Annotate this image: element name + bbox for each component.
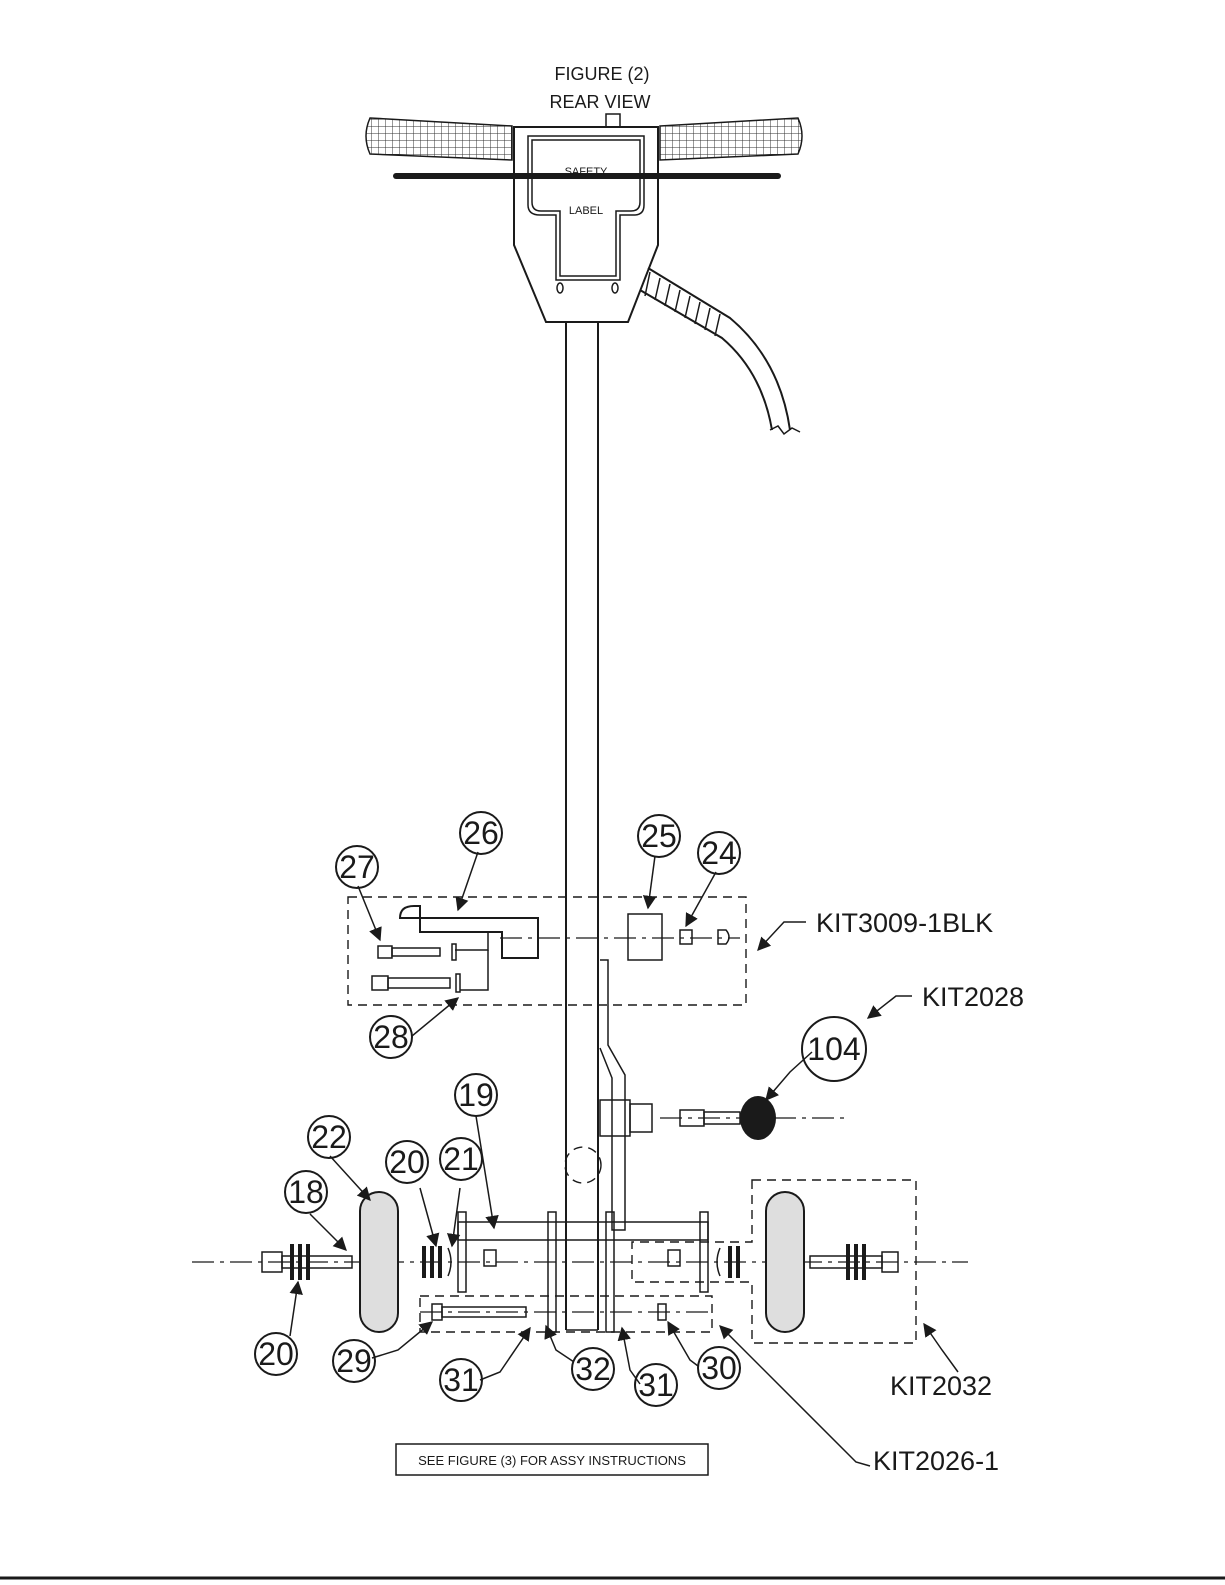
assembly-note: SEE FIGURE (3) FOR ASSY INSTRUCTIONS [418, 1453, 686, 1468]
callout-20-top-label: 20 [389, 1144, 425, 1180]
callout-20-top: 20 [386, 1141, 428, 1183]
callout-30-label: 30 [701, 1350, 737, 1386]
callout-24: 24 [698, 832, 740, 874]
callout-29-label: 29 [336, 1343, 372, 1379]
callout-30: 30 [698, 1347, 740, 1389]
callout-25: 25 [638, 815, 680, 857]
callout-27-label: 27 [339, 849, 375, 885]
callout-20-bottom: 20 [255, 1333, 297, 1375]
figure-title: FIGURE (2) [554, 64, 649, 84]
right-wheel [766, 1192, 804, 1332]
kit2028-label: KIT2028 [922, 982, 1024, 1012]
callout-31-left: 31 [440, 1359, 482, 1401]
callout-31-left-label: 31 [443, 1362, 479, 1398]
callout-21-label: 21 [443, 1141, 479, 1177]
callout-18: 18 [285, 1171, 327, 1213]
callout-18-label: 18 [288, 1174, 324, 1210]
safety-label-line1: SAFETY [565, 166, 608, 178]
callout-20-bottom-label: 20 [258, 1336, 294, 1372]
callout-28: 28 [370, 1016, 412, 1058]
callout-22-label: 22 [311, 1119, 347, 1155]
power-cable [640, 268, 800, 434]
callout-31-right: 31 [635, 1364, 677, 1406]
kit2026-label: KIT2026-1 [873, 1446, 999, 1476]
callout-31-right-label: 31 [638, 1367, 674, 1403]
callout-22: 22 [308, 1116, 350, 1158]
control-housing: SAFETY LABEL [514, 114, 658, 322]
callout-26-label: 26 [463, 815, 499, 851]
callout-27: 27 [336, 846, 378, 888]
callout-104: 104 [802, 1017, 866, 1081]
kit3009-parts [372, 906, 740, 992]
right-handle-grip [660, 118, 802, 160]
callout-26: 26 [460, 812, 502, 854]
callout-32-label: 32 [575, 1351, 611, 1387]
kit2032-label: KIT2032 [890, 1371, 992, 1401]
callout-24-label: 24 [701, 835, 737, 871]
callout-19: 19 [455, 1074, 497, 1116]
callout-19-label: 19 [458, 1077, 494, 1113]
handle-tube [566, 322, 598, 1330]
kit2028-knob [660, 1096, 850, 1140]
callout-25-label: 25 [641, 818, 677, 854]
figure-subtitle: REAR VIEW [549, 92, 650, 112]
callout-104-label: 104 [807, 1031, 860, 1067]
callout-28-label: 28 [373, 1019, 409, 1055]
kit3009-label: KIT3009-1BLK [816, 908, 993, 938]
tilt-bracket [565, 960, 652, 1230]
callout-29: 29 [333, 1340, 375, 1382]
left-wheel [360, 1192, 398, 1332]
callout-32: 32 [572, 1348, 614, 1390]
kit3009-boundary [348, 897, 746, 1005]
left-handle-grip [366, 118, 512, 160]
safety-label-line2: LABEL [569, 205, 603, 217]
callout-21: 21 [440, 1138, 482, 1180]
